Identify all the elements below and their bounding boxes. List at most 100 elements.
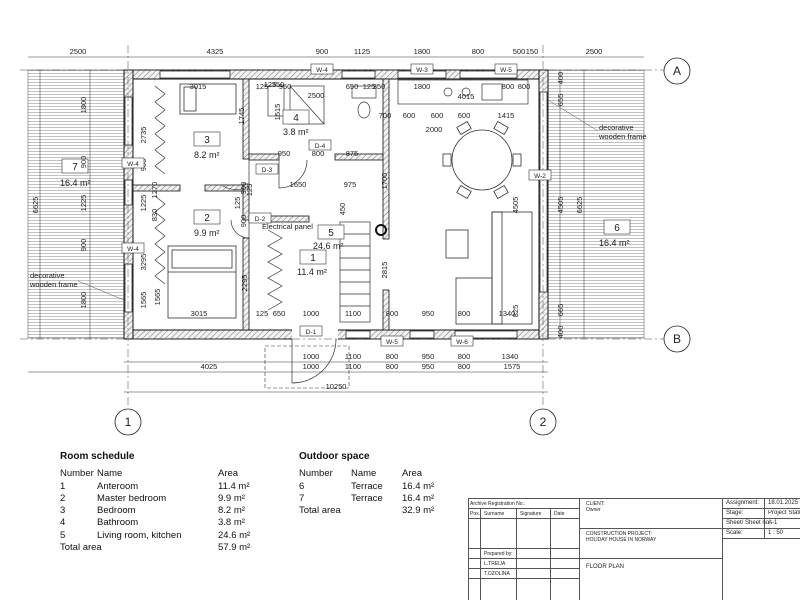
- grid-axis-2: 2: [540, 415, 547, 429]
- room-label-7: 7 16.4 m²: [60, 158, 91, 188]
- inner-dimension: 2815: [380, 262, 389, 279]
- room-5-area: 24.6 m²: [313, 241, 344, 251]
- inner-dimension: 875: [346, 149, 359, 158]
- preparer-2: T.OZOLINA: [484, 571, 510, 577]
- inner-dimension: 1565: [153, 289, 162, 306]
- total-area: 57.9 m²: [218, 542, 251, 554]
- col-signature: Signature: [520, 511, 542, 517]
- table-row: 3 Bedroom 8.2 m²: [60, 505, 270, 517]
- title-block: Archive Registration No.: Pos. Surname S…: [468, 498, 800, 600]
- inner-dimension: 830: [150, 209, 159, 222]
- archive-registration-label: Archive Registration No.:: [470, 501, 526, 507]
- stair-unit: [339, 221, 371, 323]
- door-tag-d-1: D-1: [306, 329, 317, 336]
- room-6-area: 16.4 m²: [599, 238, 630, 248]
- grid-axis-b: B: [673, 332, 681, 346]
- col-surname: Surname: [484, 511, 505, 517]
- door-tag-d-1-box: [299, 325, 323, 337]
- bottom-dimension: 1000: [303, 352, 320, 361]
- cell-number: 7: [299, 492, 305, 504]
- inner-dimension: 125: [233, 197, 242, 210]
- inner-dimension: 700: [379, 111, 392, 120]
- cell-number: 6: [299, 480, 305, 492]
- room-label-5: 5 24.6 m²: [313, 224, 345, 251]
- top-dimension: 4325: [207, 47, 224, 56]
- bottom-dimension: 1575: [504, 362, 521, 371]
- bottom-dimension: 800: [386, 352, 399, 361]
- cell-number: 5: [60, 529, 66, 541]
- bottom-dimension: 950: [422, 362, 435, 371]
- inner-dimension: 1100: [345, 309, 361, 318]
- right-dimension: 655: [556, 94, 565, 107]
- top-dimension: 800: [472, 47, 485, 56]
- cell-number: 4: [60, 517, 66, 529]
- inner-dimension: 1000: [303, 309, 320, 318]
- cell-name: Bathroom: [97, 517, 139, 529]
- cell-area: 16.4 m²: [402, 492, 435, 504]
- outdoor-space-title: Outdoor space: [299, 451, 370, 462]
- total-row: Total area 32.9 m²: [299, 505, 459, 517]
- inner-dimension: 600: [431, 111, 444, 120]
- scale-value: 1 : 50: [768, 530, 784, 536]
- grid-axis-1: 1: [125, 415, 132, 429]
- cell-area: 24.6 m²: [218, 529, 251, 541]
- cell-area: 9.9 m²: [218, 492, 245, 504]
- left-dimension: 1800: [79, 292, 88, 309]
- bathroom-fixtures: [267, 85, 377, 125]
- preparer-1: L.TREIJA: [484, 561, 506, 567]
- inner-dimension: 2500: [308, 91, 325, 100]
- inner-dimension: 1515: [273, 104, 282, 121]
- project-label: CONSTRUCTION PROJECT:: [586, 531, 652, 537]
- cell-name: Master bedroom: [97, 492, 167, 504]
- door-tag-d-3-box: [255, 163, 279, 175]
- left-dimension: 900: [79, 239, 88, 252]
- table-row: 6 Terrace 16.4 m²: [299, 481, 459, 493]
- inner-dimension: 900: [239, 215, 248, 228]
- inner-dimension: 1700: [380, 173, 389, 190]
- door-tag-d-4-box: [308, 139, 332, 151]
- door-tag-d-3: D-3: [262, 167, 273, 174]
- assignment-label: Assignment:: [726, 500, 760, 506]
- window-tag-w-4-box: [121, 157, 145, 169]
- inner-dimension: 975: [344, 180, 357, 189]
- stage-label: Stage:: [726, 510, 744, 516]
- cell-number: 1: [60, 480, 66, 492]
- window-tag-w-4: W-4: [127, 161, 139, 168]
- inner-dimension: 1415: [498, 111, 515, 120]
- inner-dimension: 900: [239, 182, 248, 195]
- table-row: 2 Master bedroom 9.9 m²: [60, 493, 270, 505]
- room-label-1: 1 11.4 m²: [297, 249, 327, 277]
- cell-area: 8.2 m²: [218, 505, 245, 517]
- right-dimension: 4505: [556, 197, 565, 214]
- inner-dimension: 800: [518, 82, 531, 91]
- top-dimension: 1800: [414, 47, 431, 56]
- inner-dimension: 825: [511, 305, 520, 318]
- bottom-dimension: 800: [458, 362, 471, 371]
- inner-dimension: 125: [264, 80, 277, 89]
- inner-dimension: 800: [458, 309, 471, 318]
- bottom-dimension: 800: [458, 352, 471, 361]
- inner-dimension: 800: [386, 309, 399, 318]
- window-tag-w-4-box: [121, 242, 145, 254]
- overall-depth-dimension-right: 6625: [575, 197, 584, 214]
- table-row: 4 Bathroom 3.8 m²: [60, 517, 270, 529]
- inner-dimension: 350: [373, 82, 386, 91]
- inner-dimension: 950: [422, 309, 435, 318]
- inner-dimension: 4505: [511, 197, 520, 214]
- inner-dimension: 3295: [139, 254, 148, 271]
- dining-table: [442, 120, 522, 200]
- living-furniture: [445, 211, 533, 325]
- left-dimension: 900: [79, 156, 88, 169]
- inner-dimension: 600: [403, 111, 416, 120]
- window-tag-w-5-box: [494, 63, 518, 75]
- cell-name: Terrace: [351, 480, 383, 492]
- door-tag-d-4: D-4: [315, 143, 326, 150]
- stage-value: Project Status: [768, 510, 800, 516]
- interior-walls: [132, 78, 390, 331]
- inner-dimension: 800: [502, 82, 515, 91]
- right-dimension: 400: [556, 326, 565, 339]
- decorative-frame-right-2: wooden frame: [598, 132, 647, 141]
- client-value: Owner: [586, 507, 601, 513]
- floor-plan-drawing: A B 1 2 3 8.2 m² 2 9.9 m² 4 3.8 m² 1 11.…: [20, 45, 691, 436]
